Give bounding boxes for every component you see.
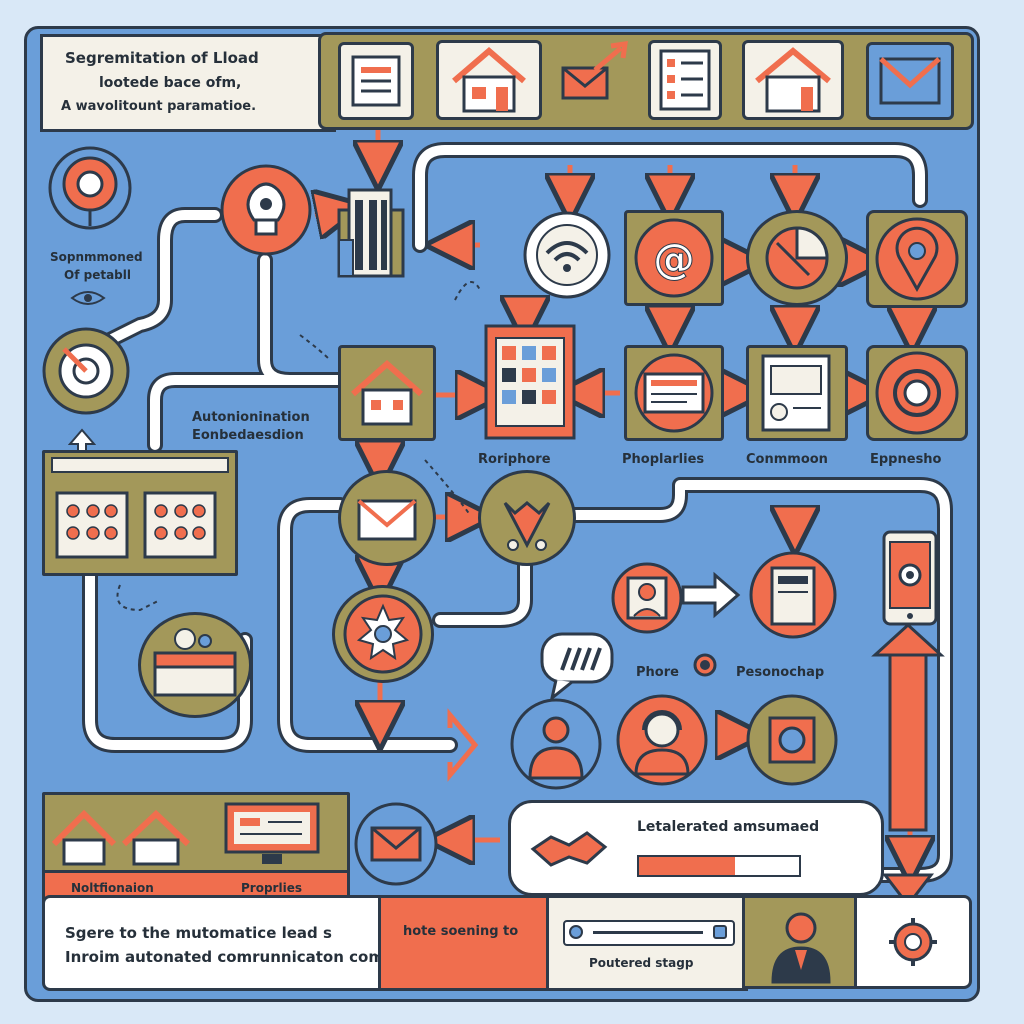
personal-label: Pesonochap [736, 665, 825, 680]
panel-tab-bar [51, 457, 229, 473]
note-label: hote soening to [403, 924, 519, 939]
folder-card [138, 612, 252, 718]
mail-circle-icon [352, 800, 440, 888]
elevated-card: Letalerated amsumaed [508, 800, 884, 896]
mail-icon [866, 42, 954, 120]
column-label-1: Roriphore [478, 452, 551, 467]
fox-icon [503, 501, 551, 551]
person-icon [508, 696, 604, 792]
progress-fill [639, 857, 735, 875]
envelope-icon [357, 499, 417, 541]
house-icon-2 [742, 40, 844, 120]
footer-stage-label: Poutered stagp [589, 956, 694, 970]
at-sign-icon: @ [634, 218, 714, 298]
at-sign-card: @ [624, 210, 724, 306]
header-icon-strip [318, 32, 974, 130]
lightbulb-icon [212, 162, 320, 262]
mobile-gear-icon [880, 528, 940, 628]
headset-person-icon [612, 692, 712, 788]
property-tabs-panel [42, 450, 238, 576]
wifi-icon [520, 208, 614, 302]
gauge-card [866, 345, 968, 441]
fox-card [478, 470, 576, 566]
bottom-caption-card: Sgere to the mutomatice lead s Inroim au… [42, 895, 440, 991]
status-dot-icon [692, 652, 718, 678]
chat-bubble-icon [538, 630, 618, 702]
location-pin-card [866, 210, 968, 308]
automation-label-line2: Eonbedaesdion [192, 428, 304, 443]
svg-text:@: @ [653, 234, 695, 283]
stage-field-button-icon[interactable] [713, 925, 727, 939]
settings-icon [889, 918, 937, 966]
header-title-line3: A wavolitount paramatioe. [61, 99, 257, 114]
email-send-icon [555, 40, 635, 110]
elevated-label: Letalerated amsumaed [637, 819, 820, 835]
column-label-2: Phoplarlies [622, 452, 705, 467]
checklist-icon [648, 40, 722, 120]
stage-field[interactable] [563, 920, 735, 946]
gauge-icon [875, 351, 959, 435]
bottom-left-label: Noltfionaion [71, 881, 154, 895]
settings-card [854, 895, 972, 989]
automation-label-line1: Autonionination [192, 410, 310, 425]
phone-icon [610, 556, 684, 640]
house-icon [436, 40, 542, 120]
up-arrow-icon [67, 428, 97, 453]
agent-icon [771, 912, 831, 984]
column-label-3: Conmmoon [746, 452, 828, 467]
document-icon [761, 354, 831, 432]
house-icon-3 [351, 359, 423, 426]
tablet-icon [744, 548, 842, 642]
phore-label: Phore [636, 665, 679, 680]
puzzle-icon [343, 594, 423, 674]
eye-icon [68, 288, 108, 308]
building-icon [335, 180, 407, 280]
stage-field-line [593, 931, 703, 934]
header-title-line1: Segremitation of Lload [65, 49, 259, 67]
screen-icon [634, 353, 714, 433]
bottom-mid-label: Proprlies [241, 881, 302, 895]
document-card [746, 345, 848, 441]
handshake-icon [530, 831, 608, 867]
bottom-caption-line1: Sgere to the mutomatice lead s [65, 924, 332, 942]
agent-card [742, 895, 860, 989]
gear-icon [742, 692, 842, 788]
folder-icon [153, 628, 237, 697]
bottom-caption-line2: Inroim autonated comrunnicaton comnages. [65, 948, 441, 966]
house-card [338, 345, 436, 441]
puzzle-card [332, 585, 434, 683]
note-card: hote soening to [378, 895, 552, 991]
monitor-icon [212, 800, 332, 870]
header-title-line2: lootede bace ofm, [99, 75, 242, 91]
stage-card: Poutered stagp [546, 895, 748, 991]
gauge-dial-icon [40, 325, 132, 417]
progress-bar [637, 855, 801, 877]
pie-chart-icon [765, 226, 829, 290]
location-pin-icon [875, 217, 959, 301]
pie-chart-card [746, 210, 848, 306]
form-icon [338, 42, 414, 120]
left-caption-line1: Sopnmmoned [50, 250, 143, 264]
screen-card [624, 345, 724, 441]
stage-field-dot-icon [569, 925, 583, 939]
column-label-4: Eppnesho [870, 452, 942, 467]
target-icon [44, 142, 136, 234]
property-grid-icon [482, 322, 578, 442]
houses-icon [44, 800, 200, 870]
left-caption-line2: Of petabll [64, 268, 131, 282]
header-title-card: Segremitation of Lload lootede bace ofm,… [40, 34, 336, 132]
envelope-card [338, 470, 436, 566]
